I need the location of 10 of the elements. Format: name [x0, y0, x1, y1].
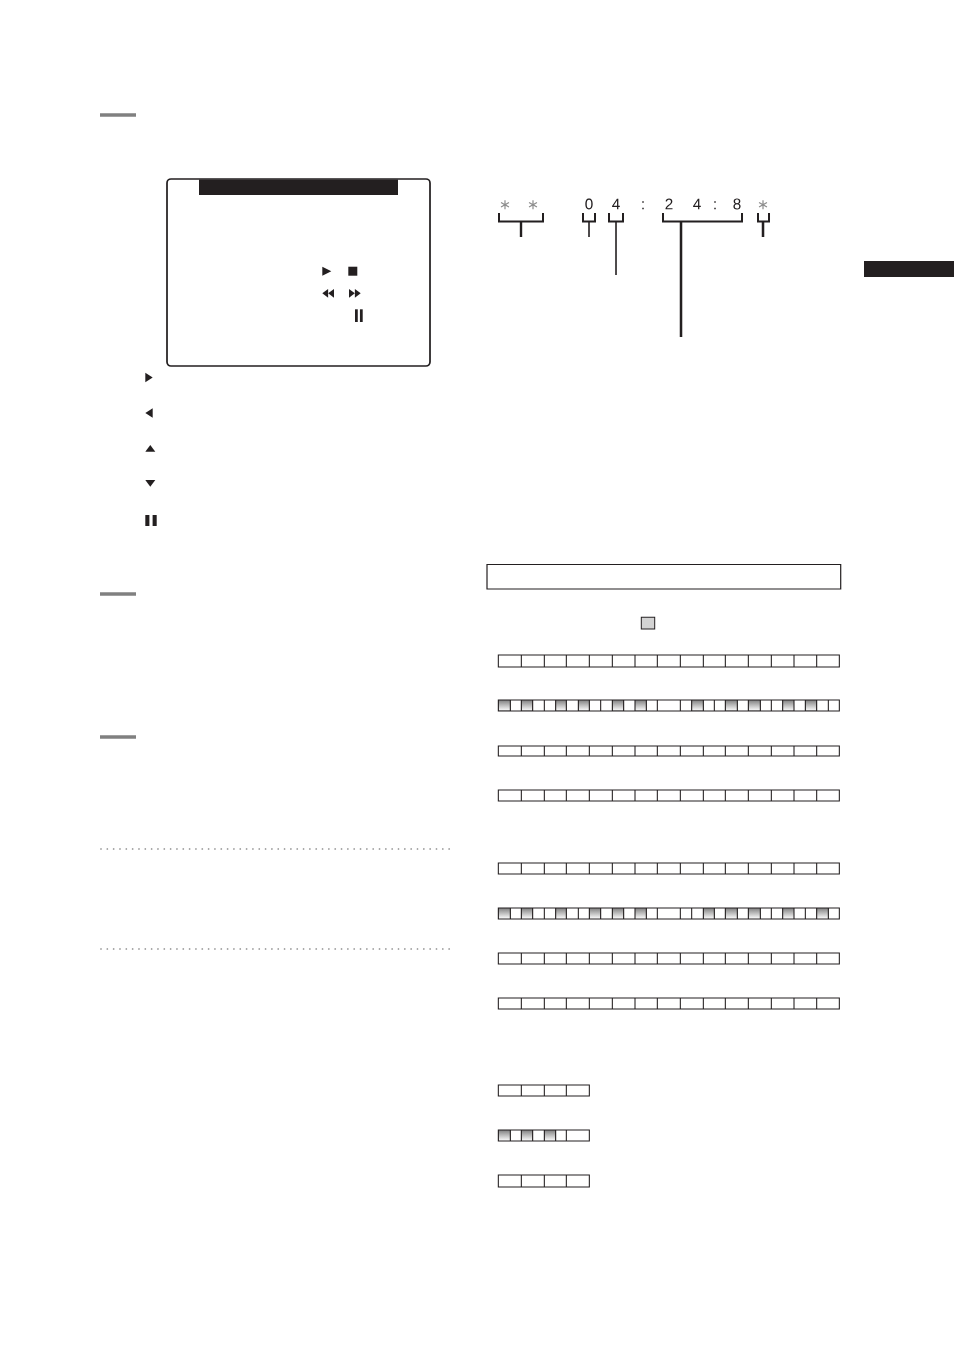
timecode-separator: : — [714, 201, 716, 210]
timecode-digit: 4 — [612, 198, 620, 210]
timecode-digit: 2 — [665, 198, 673, 210]
timecode-separator: : — [642, 201, 644, 210]
timecode-digit: 0 — [585, 198, 593, 210]
placeholder-asterisk: ∗ — [528, 200, 538, 210]
timecode-digit: 4 — [693, 198, 701, 210]
timecode-digit: 8 — [733, 198, 741, 210]
placeholder-asterisk: ∗ — [500, 200, 510, 210]
placeholder-asterisk: ∗ — [758, 200, 768, 210]
